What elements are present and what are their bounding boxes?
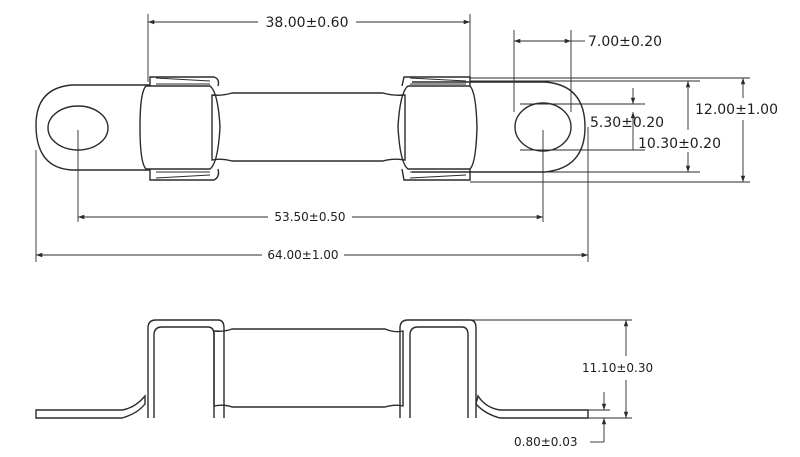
- left-cap-clip-top-inner: [155, 77, 211, 85]
- side-right-cap-inner: [409, 326, 469, 418]
- right-end-cap: [397, 85, 478, 170]
- dim-label-10-30: 10.30±0.20: [638, 136, 721, 152]
- left-cap-clip-top: [149, 76, 220, 87]
- left-cap-clip-bottom: [149, 168, 220, 181]
- dim-side-height: 11.10±0.30: [582, 320, 653, 418]
- dim-label-7: 7.00±0.20: [588, 34, 662, 50]
- side-left-cap-outer: [147, 319, 225, 418]
- dim-overall-height: 12.00±1.00: [695, 78, 778, 182]
- dim-top-body-width: 38.00±0.60: [148, 15, 470, 31]
- side-right-cap-outer: [399, 319, 477, 418]
- dim-label-12: 12.00±1.00: [695, 102, 778, 118]
- fuse-body-tube: [211, 92, 406, 162]
- right-cap-clip-bottom: [401, 168, 471, 181]
- dim-label-64: 64.00±1.00: [267, 248, 338, 262]
- dim-label-38: 38.00±0.60: [266, 15, 349, 31]
- side-left-cap-inner: [153, 326, 215, 418]
- side-view: [35, 319, 632, 419]
- dim-tab-height: 10.30±0.20: [638, 81, 721, 172]
- dim-hole-height: 5.30±0.20: [590, 88, 664, 150]
- dim-overall-length: 64.00±1.00: [36, 248, 588, 262]
- dim-label-5-30: 5.30±0.20: [590, 115, 664, 131]
- dim-label-53-50: 53.50±0.50: [274, 210, 345, 224]
- left-cap-clip-bottom-inner: [155, 171, 211, 179]
- side-right-tab: [475, 394, 589, 419]
- right-lug-outline: [412, 81, 586, 173]
- top-view: [35, 14, 750, 262]
- dim-tab-width: 7.00±0.20: [514, 34, 662, 50]
- right-cap-clip-bottom-inner: [409, 171, 467, 179]
- right-cap-clip-top-inner: [409, 77, 467, 85]
- side-fuse-body: [213, 328, 404, 408]
- dim-label-0-80: 0.80±0.03: [514, 435, 578, 449]
- dim-hole-centers: 53.50±0.50: [78, 210, 543, 224]
- side-left-tab: [35, 394, 146, 419]
- dim-label-11-10: 11.10±0.30: [582, 361, 653, 375]
- dim-thickness: 0.80±0.03: [514, 392, 607, 449]
- left-end-cap: [139, 85, 221, 170]
- left-lug-outline: [35, 84, 150, 171]
